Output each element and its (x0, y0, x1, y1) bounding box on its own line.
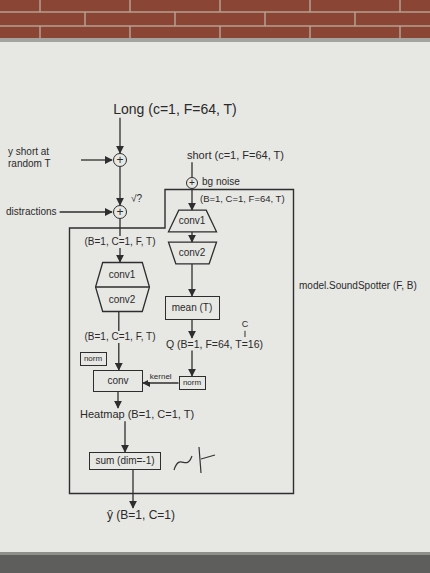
add-node: + (186, 177, 198, 189)
flow-arrow (119, 167, 120, 205)
node-text: ŷ (B=1, C=1) (107, 508, 175, 522)
input-note: distractions (6, 206, 57, 218)
leader-arrow (81, 159, 112, 160)
node-text: conv1 (109, 269, 136, 281)
board-tray-edge (0, 552, 430, 555)
add-node: + (113, 153, 127, 167)
flow-arrow (119, 118, 120, 153)
flow-arrow (143, 382, 179, 383)
flow-arrow (132, 470, 133, 508)
brick-wall (0, 0, 430, 40)
board-tray (0, 552, 430, 573)
node-text: Heatmap (B=1, C=1, T) (80, 408, 194, 421)
flow-arrow (191, 162, 192, 177)
flow-arrow (191, 351, 192, 376)
node-text: Q (B=1, F=64, T=16) (166, 338, 263, 351)
edge-label: kernel (148, 372, 174, 382)
sum-box: sum (dim=-1) (89, 452, 161, 470)
shape-annotation: (B=1, C=1, F, T) (83, 331, 158, 343)
node-text: mean (T) (172, 302, 213, 314)
shape-line (168, 242, 216, 264)
conv-box: conv (93, 370, 143, 392)
node-text: + (116, 206, 123, 218)
leader-arrows (60, 160, 245, 337)
input-tensor: Long (c=1, F=64, T) (111, 101, 238, 118)
flow-arrow (191, 264, 192, 296)
brick-mortar (0, 0, 430, 40)
conv-layer: conv2 (168, 242, 217, 264)
flow-arrow (117, 392, 118, 408)
node-text: + (116, 154, 123, 166)
shape-line (168, 210, 216, 232)
node-text: + (189, 178, 195, 188)
model-heading: model.SoundSpotter (F, B) (299, 280, 421, 292)
flow-arrow (191, 232, 192, 242)
node-text: conv (107, 375, 128, 387)
board-frame (0, 38, 430, 42)
add-node: + (113, 205, 127, 219)
model-outline-line (70, 190, 294, 494)
node-text: conv2 (179, 247, 206, 259)
node-text: short (c=1, F=64, T) (187, 149, 284, 162)
input-note: y short at random T (8, 146, 78, 170)
pool-box: mean (T) (165, 296, 220, 320)
node-text: sum (dim=-1) (95, 455, 154, 467)
axis-annotation: C (242, 319, 249, 330)
node-text: conv2 (109, 294, 136, 306)
node-text: Long (c=1, F=64, T) (113, 101, 236, 118)
flow-arrow (191, 189, 192, 210)
shape-annotation: (B=1, C=1, F, T) (83, 236, 158, 248)
node-text: conv1 (179, 215, 206, 227)
leader-line (244, 331, 245, 337)
annotation: √? (131, 193, 142, 205)
input-note: bg noise (202, 176, 240, 188)
output-tensor: Heatmap (B=1, C=1, T) (78, 408, 196, 421)
scribble (174, 447, 215, 473)
conv-block: conv1 conv2 (95, 262, 150, 312)
prediction: ŷ (B=1, C=1) (105, 508, 177, 522)
shape-line (95, 263, 149, 312)
shape-line (95, 286, 149, 287)
query-tensor: Q (B=1, F=64, T=16) (164, 338, 265, 351)
leader-arrow (60, 211, 112, 212)
norm-box: norm (179, 376, 206, 390)
conv-layer: conv1 (168, 210, 217, 232)
node-text: norm (84, 354, 102, 364)
input-tensor: short (c=1, F=64, T) (185, 149, 286, 162)
flow-arrow (124, 421, 125, 452)
flow-arrow (191, 320, 192, 338)
norm-box: norm (80, 352, 107, 366)
shape-annotation: (B=1, C=1, F=64, T) (200, 193, 285, 204)
node-text: norm (183, 378, 201, 388)
